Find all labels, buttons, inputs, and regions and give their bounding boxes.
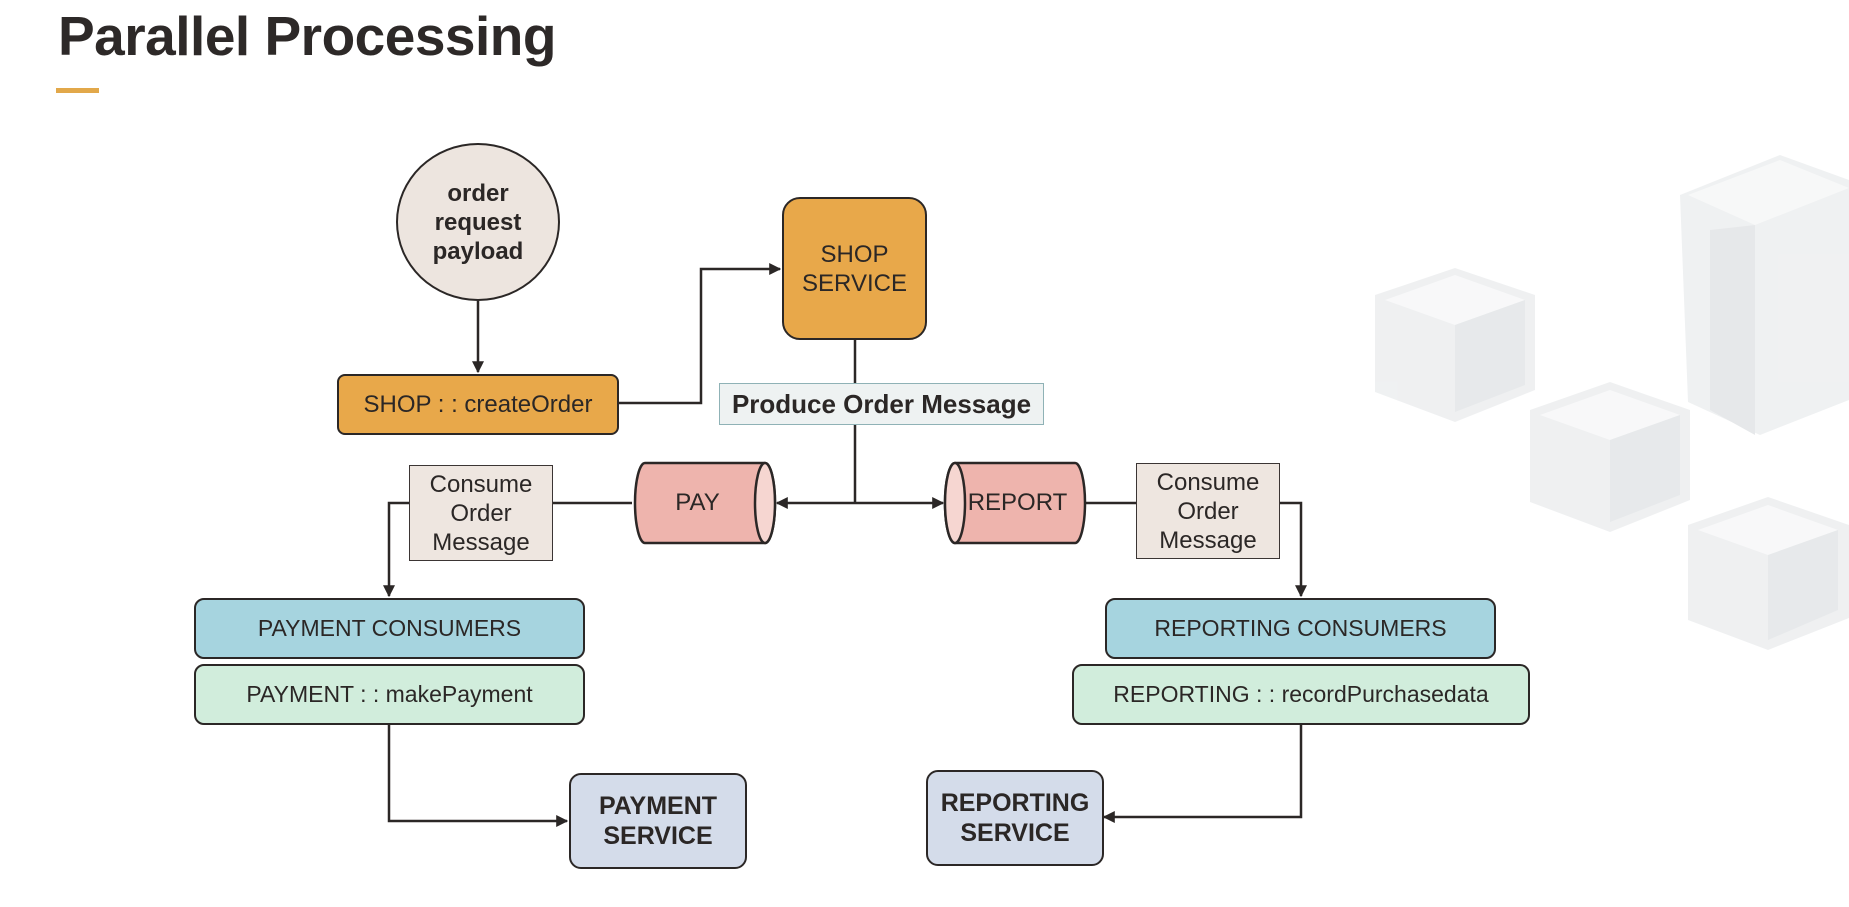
reporting-service-node: REPORTING SERVICE bbox=[926, 770, 1104, 866]
arrow-make-payment-to-service bbox=[387, 723, 569, 827]
order-request-payload-node: order request payload bbox=[396, 143, 560, 301]
cube-lower-right bbox=[1688, 497, 1849, 650]
payment-consumers-node: PAYMENT CONSUMERS bbox=[194, 598, 585, 659]
report-queue-label: REPORT bbox=[967, 489, 1068, 516]
consume-right-line-1: Consume bbox=[1156, 468, 1260, 496]
pay-queue-label: PAY bbox=[675, 489, 720, 516]
shop-service-line-2: SERVICE bbox=[802, 269, 907, 297]
payment-service-line-2: SERVICE bbox=[603, 822, 713, 850]
reporting-service-line-2: SERVICE bbox=[960, 819, 1070, 847]
pay-queue-cylinder bbox=[633, 461, 777, 545]
consume-order-message-left: Consume Order Message bbox=[409, 465, 553, 561]
consume-left-line-1: Consume bbox=[429, 470, 533, 498]
shop-service-node: SHOP SERVICE bbox=[782, 197, 927, 340]
page-title: Parallel Processing bbox=[58, 5, 557, 67]
payload-line-1: order bbox=[447, 179, 509, 207]
consume-right-line-3: Message bbox=[1159, 526, 1257, 554]
payment-service-node: PAYMENT SERVICE bbox=[569, 773, 747, 869]
payment-service-line-1: PAYMENT bbox=[598, 792, 718, 820]
arrow-record-to-reporting-service bbox=[1102, 723, 1303, 823]
consume-order-message-right: Consume Order Message bbox=[1136, 463, 1280, 559]
arrow-create-to-shop bbox=[619, 263, 782, 405]
cube-large bbox=[1680, 155, 1849, 435]
consume-left-line-2: Order bbox=[450, 499, 512, 527]
consume-left-line-3: Message bbox=[432, 528, 530, 556]
shop-service-line-1: SHOP bbox=[820, 240, 889, 268]
record-purchase-data-node: REPORTING : : recordPurchasedata bbox=[1072, 664, 1530, 725]
cube-left bbox=[1375, 268, 1535, 422]
reporting-service-line-1: REPORTING bbox=[940, 789, 1090, 817]
title-accent-bar bbox=[56, 88, 99, 93]
report-queue-cylinder bbox=[943, 461, 1087, 545]
make-payment-node: PAYMENT : : makePayment bbox=[194, 664, 585, 725]
create-order-node: SHOP : : createOrder bbox=[337, 374, 619, 435]
produce-order-message-label: Produce Order Message bbox=[719, 383, 1044, 425]
payload-line-3: payload bbox=[432, 237, 524, 265]
cube-middle bbox=[1530, 382, 1690, 532]
payload-line-2: request bbox=[434, 208, 522, 236]
consume-right-line-2: Order bbox=[1177, 497, 1239, 525]
reporting-consumers-node: REPORTING CONSUMERS bbox=[1105, 598, 1496, 659]
decorative-cubes bbox=[1375, 155, 1849, 650]
